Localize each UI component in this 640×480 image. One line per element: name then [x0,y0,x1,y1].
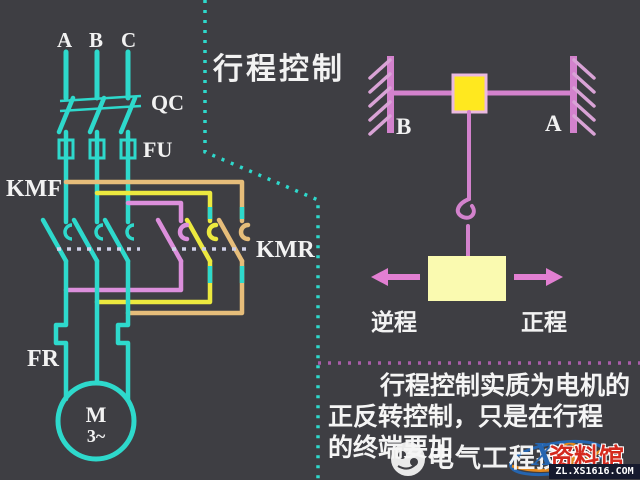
kmf-contactor-icon [40,217,135,264]
caption-line-1: 行程控制实质为电机的 [380,373,631,400]
caption-line-2: 正反转控制，只是在行程 [328,404,604,431]
fuse-label: FU [143,137,173,162]
fuse-icon [57,138,137,160]
reverse-travel-label: 逆程 [371,310,417,335]
kmf-label: KMF [6,176,62,202]
motor-type-label: 3~ [86,426,106,446]
left-wall-hatching-icon [368,58,392,136]
watermark-logo-x: X [532,436,555,473]
forward-arrow-icon [514,268,563,286]
qc-breaker-icon [56,94,142,143]
right-wall-label: A [545,111,562,136]
breaker-label: QC [151,90,184,115]
right-wall-hatching-icon [572,58,596,136]
fr-label: FR [27,346,59,372]
left-wall-label: B [396,114,412,139]
kmr-label: KMR [256,237,315,263]
phase-lines [63,49,131,101]
slider-block [451,73,488,114]
kmr-terminal-segments [207,207,245,283]
right-wall [570,56,596,136]
forward-travel-label: 正程 [521,310,567,335]
watermark-badge-icon [391,442,425,476]
motor-feed-lines [53,258,131,402]
hook-icon [455,197,476,220]
kmr-branch-magenta [63,200,190,293]
kmr-branch-yellow [94,190,219,305]
trolley-box [428,256,506,301]
phase-b-label: B [89,28,104,52]
left-wall [368,56,394,136]
watermark-url: ZL.XS1616.COM [549,464,640,479]
caption-line-3: 的终端要加 [328,435,454,462]
watermark-logo-s: S [558,436,577,473]
motor-label: M [85,402,107,427]
kmf-feed-lines [63,155,131,225]
caption-text: 行程控制实质为电机的 正反转控制，只是在行程 的终端要加 [328,371,640,464]
hanger-line [455,110,476,259]
phase-a-label: A [57,28,73,52]
motor-icon [55,380,137,462]
page-title: 行程控制 [213,53,345,86]
phase-c-label: C [121,28,137,52]
reverse-arrow-icon [371,268,420,286]
